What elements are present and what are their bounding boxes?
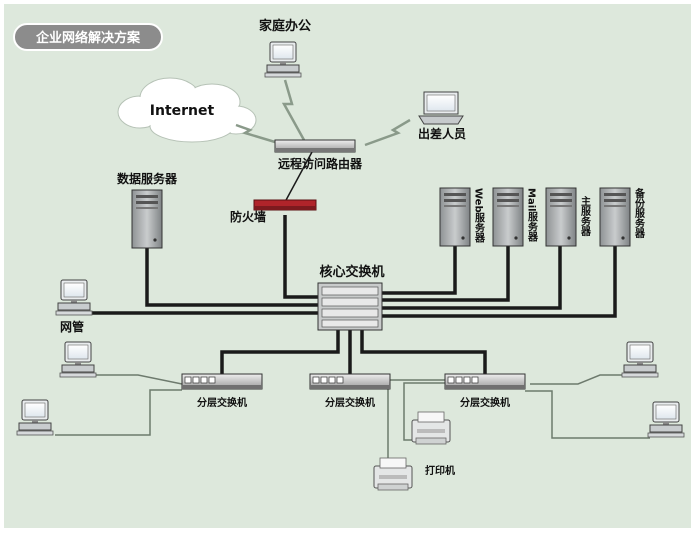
network-mgmt-node: 网管 [55, 279, 93, 334]
wireless-links [235, 79, 411, 147]
remote-router-label: 远程访问路由器 [278, 156, 363, 171]
main-server-label: 主服务器 [579, 195, 592, 237]
cable-backup-server [382, 246, 617, 318]
network-mgmt-computer-icon [55, 279, 93, 316]
cable-layer-switch-1 [220, 330, 340, 374]
cable-mail-server [382, 246, 510, 302]
home-office-node: 家庭办公 [259, 18, 311, 78]
business-trip-node: 出差人员 [418, 91, 466, 141]
web-server-node: Web服务器 [439, 187, 486, 247]
layer-switch-2-node: 分层交换机 [309, 373, 391, 409]
layer-switch-1-node: 分层交换机 [181, 373, 263, 409]
printer-node: 打印机 [373, 411, 455, 491]
backup-server-icon [599, 187, 631, 247]
layer-switch-3-node: 分层交换机 [444, 373, 526, 409]
client-computer-icon [647, 401, 685, 438]
firewall-label: 防火墙 [230, 209, 266, 224]
data-server-label: 数据服务器 [117, 171, 178, 186]
backup-server-node: 备份服务器 [599, 187, 646, 247]
firewall-node: 防火墙 [230, 199, 317, 224]
printer-icon [411, 411, 451, 445]
home-office-computer-icon [264, 41, 302, 78]
internet-label: Internet [150, 103, 215, 119]
main-server-icon [545, 187, 577, 247]
cable-web-server [382, 246, 457, 295]
layer-switch-1-icon [181, 373, 263, 390]
core-switch-node: 核心交换机 [317, 264, 385, 331]
cable-data-server [145, 246, 318, 307]
home-office-label: 家庭办公 [259, 18, 311, 34]
cable-pc-left-2 [55, 389, 182, 436]
client-computer-icon [59, 341, 97, 378]
diagram-background [4, 4, 691, 528]
cable-pc-right-2 [525, 390, 650, 439]
mail-server-icon [492, 187, 524, 247]
cable-layer-switch-3 [360, 330, 487, 374]
business-trip-label: 出差人员 [418, 126, 466, 141]
laptop-icon [418, 91, 464, 125]
cable-pc-left-1 [78, 374, 183, 385]
main-server-node: 主服务器 [545, 187, 592, 247]
client-computer-icon [16, 399, 54, 436]
layer-switch-1-label: 分层交换机 [197, 396, 247, 409]
mail-server-node: Mail服务器 [492, 187, 539, 247]
cable-firewall [283, 215, 318, 299]
printer-icon [373, 457, 413, 491]
data-server-icon [131, 189, 163, 249]
lightning-business-trip [364, 118, 411, 147]
lightning-home-office [281, 79, 306, 141]
title-badge: 企业网络解决方案 [13, 23, 163, 51]
backbone-cables [80, 215, 617, 374]
core-switch-label: 核心交换机 [319, 264, 384, 280]
layer-switch-2-label: 分层交换机 [325, 396, 375, 409]
printer-label: 打印机 [425, 464, 455, 477]
core-switch-icon [317, 282, 383, 331]
network-mgmt-label: 网管 [60, 319, 84, 334]
cable-main-server [382, 246, 562, 310]
layer-switch-2-icon [309, 373, 391, 390]
web-server-icon [439, 187, 471, 247]
cable-pc-right-1 [530, 374, 622, 385]
client-computer-icon [621, 341, 659, 378]
diagram-title: 企业网络解决方案 [35, 30, 141, 46]
mail-server-label: Mail服务器 [526, 188, 539, 242]
layer-switch-3-label: 分层交换机 [460, 396, 510, 409]
layer-switch-3-icon [444, 373, 526, 390]
remote-router-node: 远程访问路由器 [274, 139, 363, 171]
lightning-internet [235, 123, 276, 144]
backup-server-label: 备份服务器 [633, 187, 646, 239]
cable-router-firewall [284, 151, 313, 203]
internet-cloud: Internet [117, 77, 257, 143]
data-server-node: 数据服务器 [117, 171, 178, 249]
web-server-label: Web服务器 [473, 188, 486, 243]
